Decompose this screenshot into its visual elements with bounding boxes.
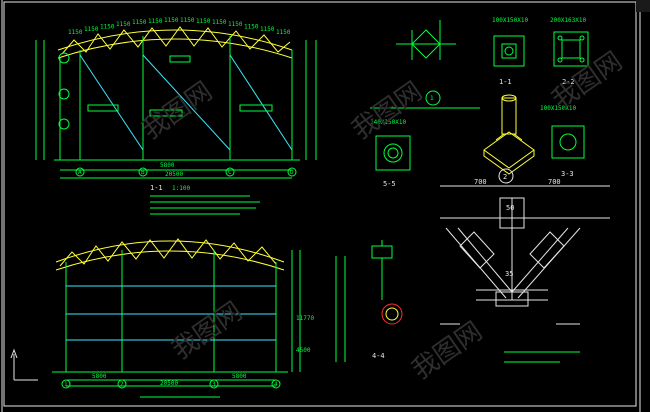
bay-width-bottom-2: 5800	[232, 373, 247, 380]
truss-tick-label: 1150	[164, 17, 179, 24]
axis-label-3: 3	[212, 381, 216, 388]
column-base-3d: 2	[483, 94, 535, 184]
window-close-button[interactable]	[636, 0, 650, 12]
section-size-2-2: 200X163X10	[550, 17, 587, 24]
truss-tick-label: 1150	[68, 29, 83, 36]
section-title-1-1: 1-1	[499, 78, 512, 86]
sheet-border	[3, 1, 637, 407]
watermark-2: 我图网	[347, 76, 428, 145]
axis-label-a-top: A	[78, 169, 82, 176]
truss-tick-label: 1150	[100, 23, 115, 30]
dim-35: 35	[505, 270, 513, 278]
dim-50-top: 50	[506, 204, 514, 212]
elevation-scale-top: 1:100	[172, 185, 190, 192]
truss-tick-label: 1150	[84, 26, 99, 33]
section-3-3: 100X150X10 3-3	[540, 105, 585, 178]
section-size-5-5: 140X150X10	[370, 119, 407, 126]
truss-tick-label: 1150	[212, 19, 227, 26]
truss-tick-label: 1150	[276, 29, 291, 36]
frame-elevation-bottom: 1 2 3 4 20500 5800 5800 11770 4500	[52, 238, 314, 398]
ucs-icon	[10, 348, 38, 381]
col-height-bottom: 4500	[296, 347, 311, 354]
elevation-title-top: 1-1	[150, 184, 163, 192]
overall-width-bottom: 20500	[160, 380, 178, 387]
truss-tick-label: 1150	[180, 17, 195, 24]
section-2-2: 200X163X10 2-2	[550, 17, 589, 86]
watermark-3: 我图网	[547, 46, 628, 115]
section-detail-1: 1	[370, 20, 480, 109]
watermark-1: 我图网	[137, 76, 218, 145]
detail-4-4: 4-4	[335, 240, 403, 362]
truss-tick-label: 1150	[244, 23, 259, 30]
truss-tick-label: 1150	[116, 21, 131, 28]
dim-700-right: 700	[548, 178, 561, 186]
truss-tick-label: 1150	[228, 21, 243, 28]
section-1-1: 100X150X10 1-1	[492, 17, 529, 86]
truss-tick-label: 1150	[260, 26, 275, 33]
detail-title-4-4: 4-4	[372, 352, 385, 360]
overall-width-top: 20500	[165, 171, 183, 178]
section-size-1-1: 100X150X10	[492, 17, 529, 24]
section-size-3-3: 100X150X10	[540, 105, 577, 112]
axis-label-c-top: C	[228, 169, 232, 176]
watermark-4: 我图网	[167, 296, 248, 365]
height-dim-bottom: 11770	[296, 315, 314, 322]
truss-tick-label: 1150	[148, 18, 163, 25]
axis-label-2: 2	[120, 381, 124, 388]
bay-width-bottom-1: 5800	[92, 373, 107, 380]
section-title-3-3: 3-3	[561, 170, 574, 178]
truss-tick-label: 1150	[132, 19, 147, 26]
frame-elevation-top: A B C D 20500 5800 1-1 1:100	[35, 26, 317, 215]
section-5-5: 140X150X10 5-5	[370, 119, 411, 188]
y-node-detail: 700 700 50 35	[440, 178, 610, 363]
axis-label-d-top: D	[290, 169, 294, 176]
bay-width-top: 5800	[160, 162, 175, 169]
dim-700-left: 700	[474, 178, 487, 186]
section-title-5-5: 5-5	[383, 180, 396, 188]
watermark-5: 我图网	[407, 316, 488, 385]
section-title-2-2: 2-2	[562, 78, 575, 86]
axis-label-b-top: B	[141, 169, 145, 176]
truss-tick-label: 1150	[196, 18, 211, 25]
section-circle-1: 1	[430, 95, 434, 102]
axis-label-1: 1	[64, 381, 68, 388]
detail-number: 2	[503, 173, 507, 181]
axis-label-4: 4	[274, 381, 278, 388]
